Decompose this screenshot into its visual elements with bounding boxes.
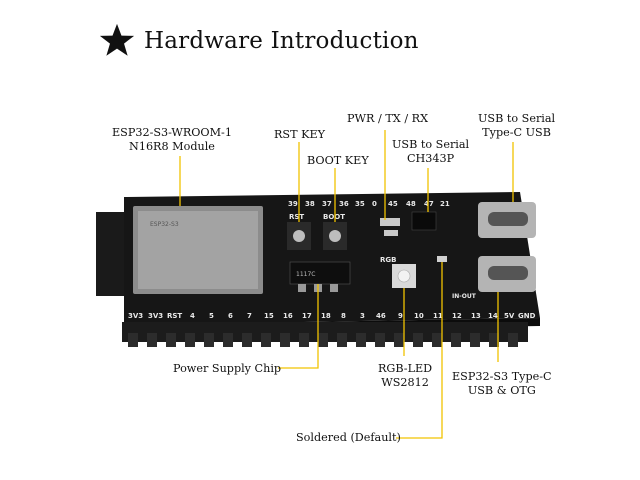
svg-text:45: 45 [388,200,398,208]
svg-text:21: 21 [440,200,450,208]
rst-silk: RST [289,213,304,221]
svg-text:6: 6 [228,312,233,320]
svg-text:9: 9 [398,312,403,320]
svg-text:38: 38 [305,200,315,208]
svg-text:GND: GND [518,312,536,320]
callout-lines [179,130,514,439]
label-rgb-led: RGB-LED WS2812 [378,362,432,390]
label-ch343p-line2: CH343P [406,152,455,165]
svg-text:15: 15 [264,312,274,320]
label-usb-serial-typec: USB to Serial Type-C USB [478,112,555,140]
page-title: Hardware Introduction [144,28,419,54]
callout-power-chip [278,284,319,369]
module-text: ESP32-S3 [150,221,179,228]
solder-jumper [437,256,447,262]
svg-text:17: 17 [302,312,312,320]
usb-c-opening [488,212,528,226]
rgb-silk: RGB [380,256,396,264]
svg-text:35: 35 [355,200,365,208]
svg-text:12: 12 [452,312,462,320]
ch343p-chip [411,211,437,231]
label-typec-line1: USB to Serial [478,112,556,125]
boot-silk: BOOT [323,213,345,221]
svg-text:11: 11 [433,312,443,320]
label-power-supply-chip: Power Supply Chip [173,362,282,375]
top-pin-labels: 21 47 48 45 0 35 36 37 38 39 [288,200,450,208]
label-module: ESP32-S3-WROOM-1 N16R8 Module [112,126,232,154]
label-otg-line1: ESP32-S3 Type-C [452,370,552,383]
label-rgb-line1: RGB-LED [378,362,433,375]
label-otg-line2: USB & OTG [467,384,536,397]
rst-button-cap [293,230,305,242]
label-pwr-tx-rx: PWR / TX / RX [347,112,429,125]
svg-text:3: 3 [360,312,365,320]
svg-text:10: 10 [414,312,424,320]
header-pins-bottom [128,333,518,347]
smd-part [384,230,398,236]
label-rgb-line2: WS2812 [381,376,429,389]
chip-leg [298,284,306,292]
label-module-line2: N16R8 Module [129,140,215,153]
svg-text:8: 8 [341,312,346,320]
star-icon [99,23,135,56]
label-rst-key: RST KEY [274,128,326,141]
rgb-led-lens [397,269,411,283]
module-shield-face [138,211,258,289]
svg-text:14: 14 [488,312,498,320]
usb-c-opening [488,266,528,280]
svg-text:13: 13 [471,312,481,320]
svg-text:3V3: 3V3 [148,312,163,320]
title-block: Hardware Introduction [98,22,419,60]
svg-text:7: 7 [247,312,252,320]
svg-text:39: 39 [288,200,298,208]
svg-text:0: 0 [372,200,377,208]
svg-text:5V: 5V [504,312,515,320]
svg-text:46: 46 [376,312,386,320]
jumper-silk: IN-OUT [452,293,477,300]
svg-text:48: 48 [406,200,416,208]
svg-text:5: 5 [209,312,214,320]
svg-text:RST: RST [167,312,182,320]
label-usb-serial-ch343p: USB to Serial CH343P [392,138,469,166]
svg-text:3V3: 3V3 [128,312,143,320]
label-ch343p-line1: USB to Serial [392,138,470,151]
svg-text:36: 36 [339,200,349,208]
label-boot-key: BOOT KEY [307,154,369,167]
svg-text:18: 18 [321,312,331,320]
label-module-line1: ESP32-S3-WROOM-1 [112,126,232,139]
chip-text: 1117C [296,271,315,278]
label-soldered-default: Soldered (Default) [296,431,401,444]
callout-soldered [396,262,443,439]
chip-leg [330,284,338,292]
label-esp32-typec: ESP32-S3 Type-C USB & OTG [452,370,552,398]
svg-text:37: 37 [322,200,332,208]
label-typec-line2: Type-C USB [482,126,551,139]
status-leds [380,218,400,226]
bottom-pin-labels: 3V3 3V3 RST 4 5 6 7 15 16 17 18 8 3 46 9… [128,312,536,320]
svg-text:47: 47 [424,200,434,208]
svg-text:16: 16 [283,312,293,320]
svg-text:4: 4 [190,312,195,320]
boot-button-cap [329,230,341,242]
